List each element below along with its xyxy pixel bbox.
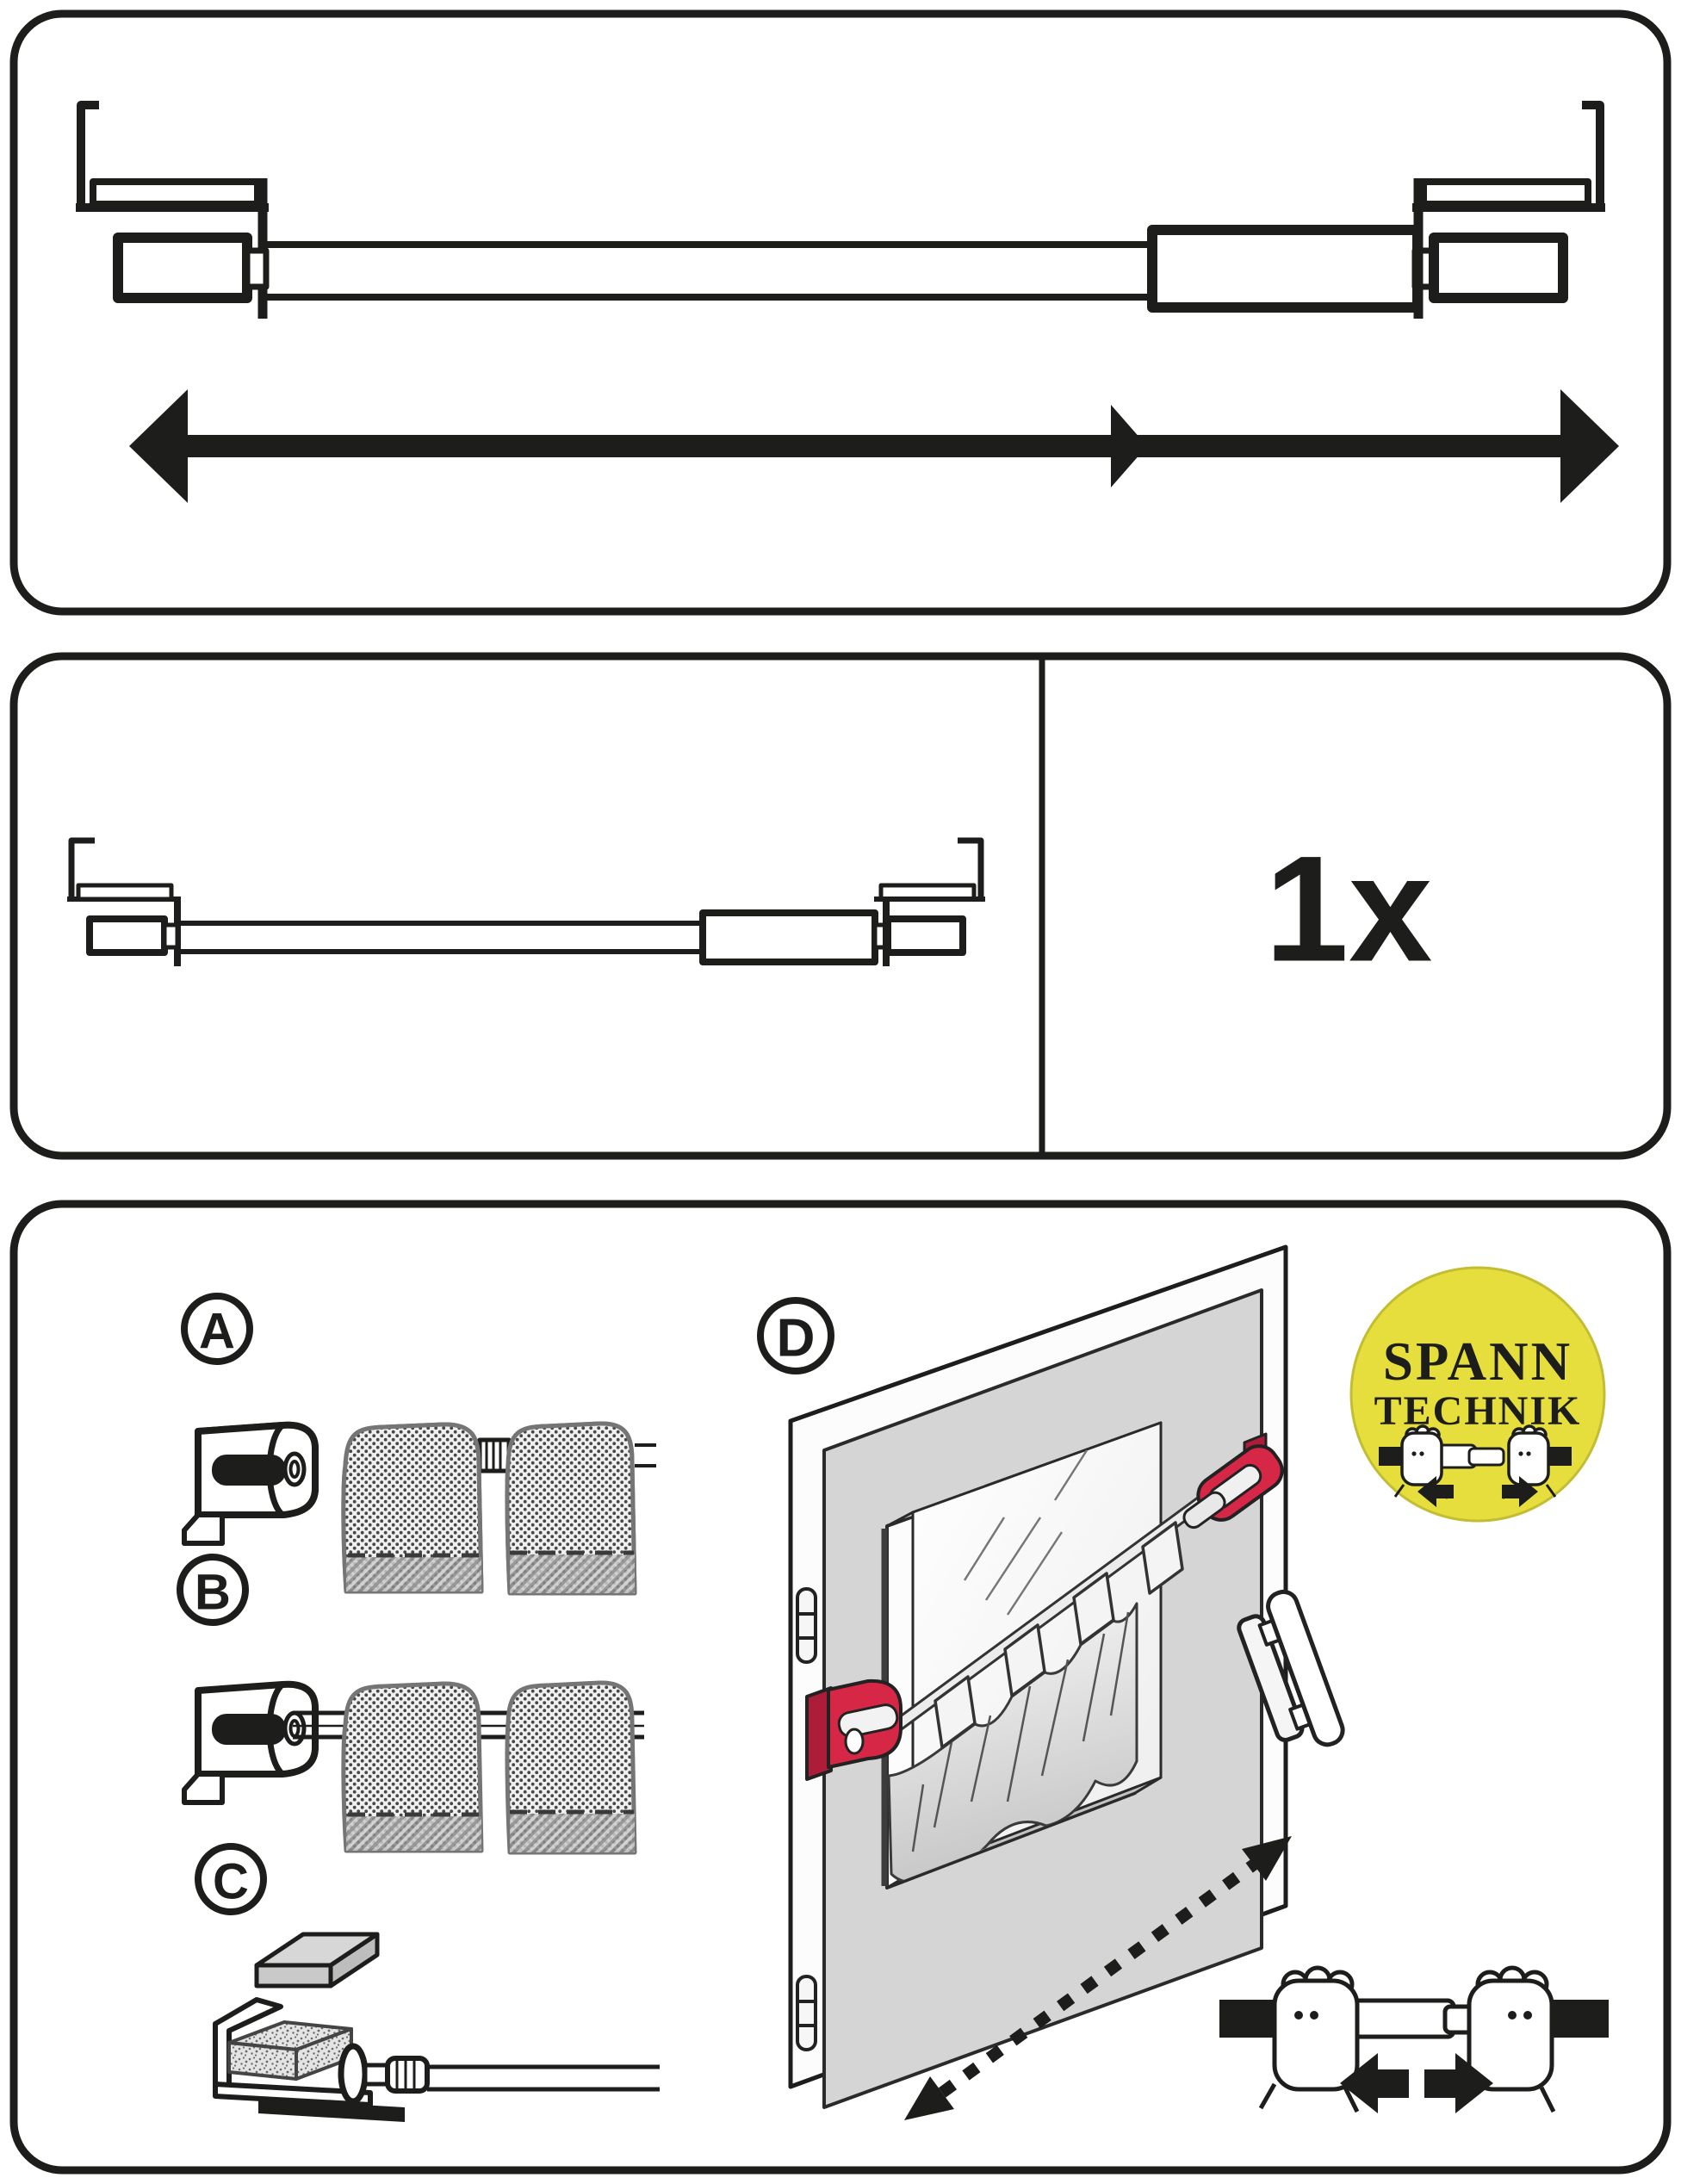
glass-reflection-lines xyxy=(963,1449,1089,1616)
step-d-badge xyxy=(757,1297,834,1374)
step-d-label: D xyxy=(777,1309,816,1368)
quantity-label: 1x xyxy=(1265,826,1433,994)
rod-bracket-left xyxy=(805,1678,903,1781)
adhesive-pad xyxy=(254,1932,380,1989)
panel1-border xyxy=(9,9,1672,616)
mid-arrowhead-icon xyxy=(1111,405,1147,487)
step-a-label: A xyxy=(199,1304,235,1360)
step-d-illustration xyxy=(788,1244,1345,2120)
tension-rod-small xyxy=(67,837,985,966)
step-c-illustration xyxy=(213,1932,660,2122)
left-hook xyxy=(77,101,99,203)
outer-tube xyxy=(1147,225,1423,313)
step-b-illustration xyxy=(184,1683,644,1852)
arrow-left-icon xyxy=(1340,2053,1409,2113)
extension-arrow-icon xyxy=(129,389,1619,503)
badge-line2: TECHNIK xyxy=(1374,1388,1582,1434)
arrow-right-icon xyxy=(1424,2053,1493,2113)
curtain-tabs xyxy=(934,1521,1184,1749)
panel-steps: A B C D xyxy=(9,1200,1672,2175)
step-b-label: B xyxy=(195,1565,231,1621)
stretch-hands-illustration xyxy=(1219,1965,1609,2113)
step-b-badge xyxy=(177,1554,249,1626)
step-c-badge xyxy=(195,1843,267,1915)
panel2-border xyxy=(9,652,1672,1160)
spann-technik-badge: SPANN TECHNIK xyxy=(1349,1266,1606,1523)
tension-rod-large xyxy=(76,101,1605,319)
rod-bracket-right xyxy=(1182,1432,1284,1529)
step-a-badge xyxy=(181,1293,253,1365)
bracket-with-foam xyxy=(213,1997,660,2122)
left-fist-icon xyxy=(1258,1965,1360,2113)
right-end-cap xyxy=(1429,233,1568,303)
window-hinges xyxy=(796,1587,817,2051)
step-c-label: C xyxy=(213,1854,249,1910)
badge-stretch-hands-icon xyxy=(1379,1424,1572,1507)
left-end-cap xyxy=(113,233,252,303)
panel-extension-diagram xyxy=(9,9,1672,616)
step-badges: A B C D xyxy=(177,1293,834,1915)
window-handle xyxy=(1237,1589,1345,1747)
right-hook xyxy=(1582,101,1604,203)
right-fist-icon xyxy=(1455,1965,1556,2113)
panel-contents: 1x xyxy=(9,652,1672,1160)
right-bracket-plate xyxy=(1420,178,1591,208)
left-bracket-plate xyxy=(90,178,261,208)
curtain-fold-lines xyxy=(911,1611,1130,1852)
diagonal-extension-arrow-icon xyxy=(904,1836,1292,2120)
badge-line1: SPANN xyxy=(1383,1331,1572,1392)
